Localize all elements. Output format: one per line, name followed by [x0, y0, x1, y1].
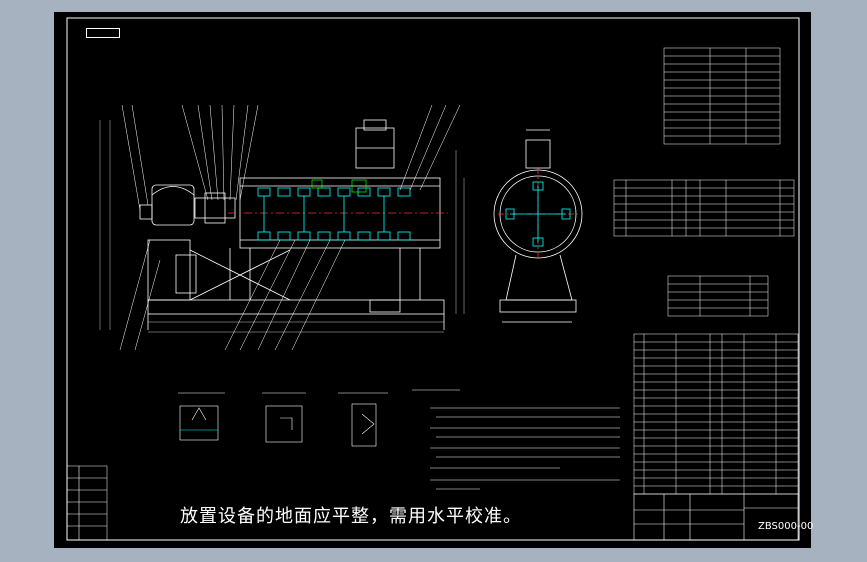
title-block [633, 493, 799, 541]
drawing-sheet [54, 12, 811, 548]
inner-frame [66, 17, 800, 541]
main-elevation [139, 119, 448, 330]
drawing-number: ZBS000-00 [758, 521, 814, 532]
left-margin-table [67, 466, 108, 540]
weld-details [178, 392, 388, 447]
note-caption: 放置设备的地面应平整，需用水平校准。 [180, 506, 522, 527]
tech-requirements [412, 389, 620, 490]
spec-table [663, 47, 781, 145]
nozzle-table [613, 179, 795, 237]
leader-lines [119, 104, 461, 351]
bom-table [633, 333, 799, 495]
drawing-tag [86, 28, 120, 38]
parts-table-small [667, 275, 769, 317]
paddles [257, 187, 411, 241]
